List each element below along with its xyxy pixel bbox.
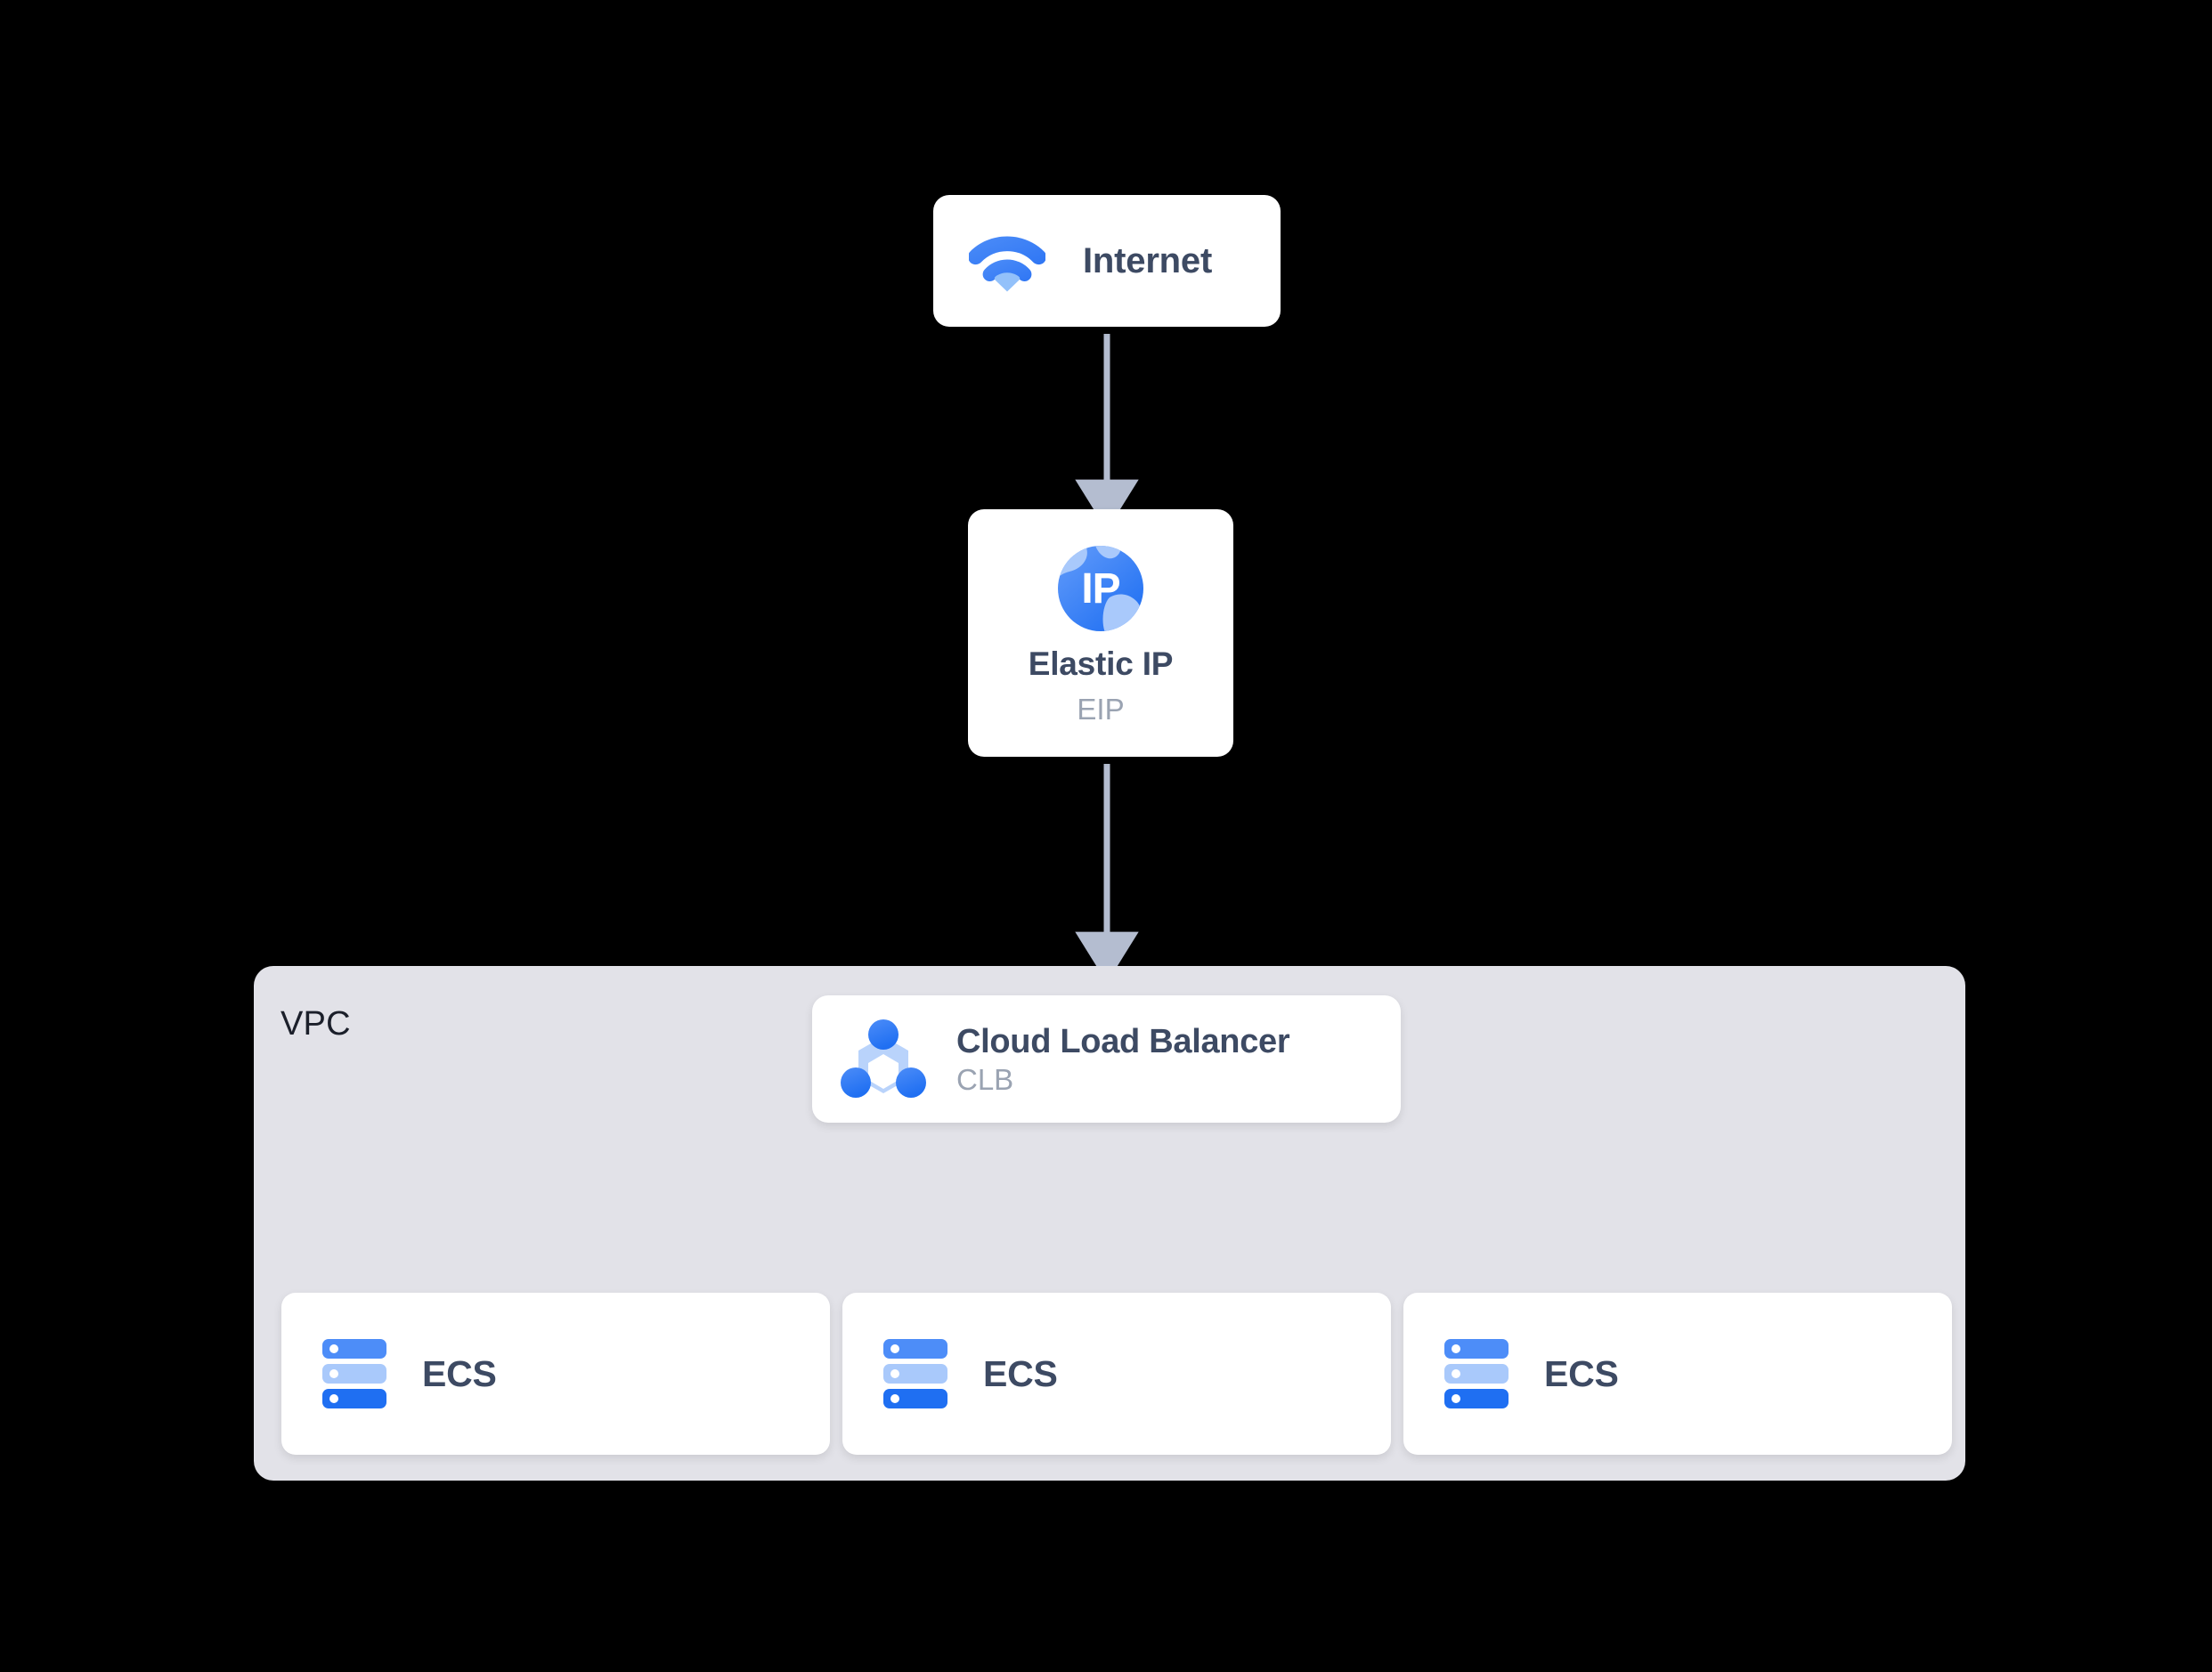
elastic-ip-title: Elastic IP [1028,645,1174,682]
server-stack-icon [1444,1339,1509,1408]
clb-title: Cloud Load Balancer [956,1022,1290,1060]
clb-subtitle: CLB [956,1062,1014,1096]
internet-label: Internet [1083,240,1213,280]
server-stack-icon [322,1339,386,1408]
node-cloud-load-balancer[interactable]: Cloud Load Balancer CLB [812,995,1401,1123]
ecs-label: ECS [422,1352,497,1394]
node-ecs-2[interactable]: ECS [1403,1293,1952,1455]
node-internet[interactable]: Internet [933,195,1281,327]
ecs-label: ECS [1544,1352,1619,1394]
node-elastic-ip[interactable]: IP Elastic IP EIP [968,509,1233,757]
svg-text:IP: IP [1081,565,1119,613]
load-balancer-icon [841,1019,926,1098]
elastic-ip-subtitle: EIP [1077,693,1125,726]
node-ecs-0[interactable]: ECS [281,1293,830,1455]
globe-ip-icon: IP [1058,546,1143,631]
node-ecs-1[interactable]: ECS [842,1293,1391,1455]
wifi-icon [969,236,1045,292]
server-stack-icon [883,1339,947,1408]
ecs-label: ECS [983,1352,1058,1394]
vpc-label: VPC [281,1005,351,1043]
